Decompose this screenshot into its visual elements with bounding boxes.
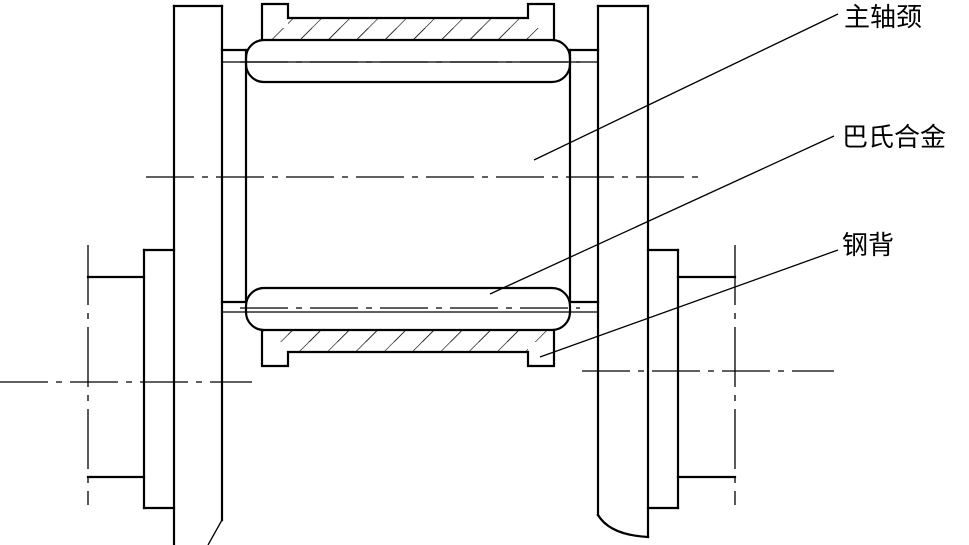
left-crank-pin [86,245,176,510]
label-steel-back: 钢背 [842,231,894,261]
upper-steel-back [260,2,556,42]
leader-line-babbitt [489,135,835,295]
main-journal [220,48,600,313]
leader-line-journal [533,13,839,161]
right-crank-pin [646,245,737,510]
lower-steel-back [260,328,556,368]
upper-babbitt-layer [244,38,572,84]
lower-babbitt-layer [244,286,572,332]
right-crank-web [596,4,650,539]
leader-line-steel-back [539,249,839,358]
label-journal: 主轴颈 [844,3,922,33]
left-crank-web [172,4,224,545]
label-babbitt-alloy: 巴氏合金 [842,123,946,153]
